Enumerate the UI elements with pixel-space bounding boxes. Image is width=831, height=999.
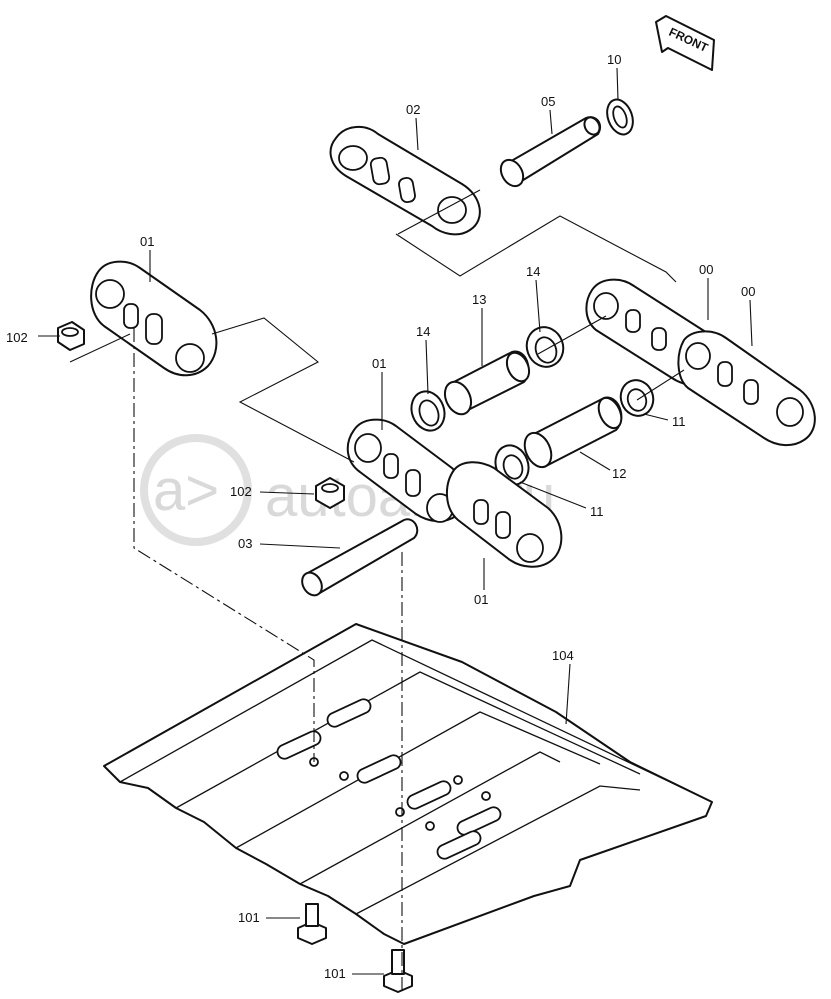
master-link-02 [329,126,481,236]
nut-102-mid [315,477,345,509]
snap-ring-10 [606,98,634,136]
front-arrow-icon: FRONT [655,15,715,71]
bushing-13 [443,350,531,416]
label-leaders [38,67,753,975]
bushing-12 [523,396,623,469]
nut-102-left [57,321,85,351]
label-101-top: 101 [238,910,260,925]
label-11-mid: 11 [590,504,604,519]
label-01-bottom: 01 [474,592,488,607]
label-102-mid: 102 [230,484,252,499]
part-labels: 10 05 02 01 102 14 13 14 01 00 00 11 12 … [6,52,755,981]
label-13: 13 [472,292,486,307]
seal-14-mid [410,390,446,432]
watermark-logo: a> [153,458,219,523]
label-102-left: 102 [6,330,28,345]
label-11-right: 11 [672,414,686,429]
track-link-01-mid [346,418,563,568]
label-00-b: 00 [741,284,755,299]
track-link-01-top [90,260,218,377]
label-01-mid: 01 [372,356,386,371]
master-pin-05 [499,116,602,188]
label-101-bottom: 101 [324,966,346,981]
label-104: 104 [552,648,574,663]
track-shoe-104 [103,623,713,945]
bolt-101-bottom [383,949,413,993]
label-01-top: 01 [140,234,154,249]
label-14-top: 14 [526,264,540,279]
label-14-mid: 14 [416,324,430,339]
label-05: 05 [541,94,555,109]
label-10: 10 [607,52,621,67]
assembly-lines [69,189,685,990]
bolt-101-top [297,903,327,945]
label-02: 02 [406,102,420,117]
track-pin-03 [301,518,419,597]
label-12: 12 [612,466,626,481]
label-00-a: 00 [699,262,713,277]
label-03: 03 [238,536,252,551]
link-assembly-00 [585,278,816,446]
